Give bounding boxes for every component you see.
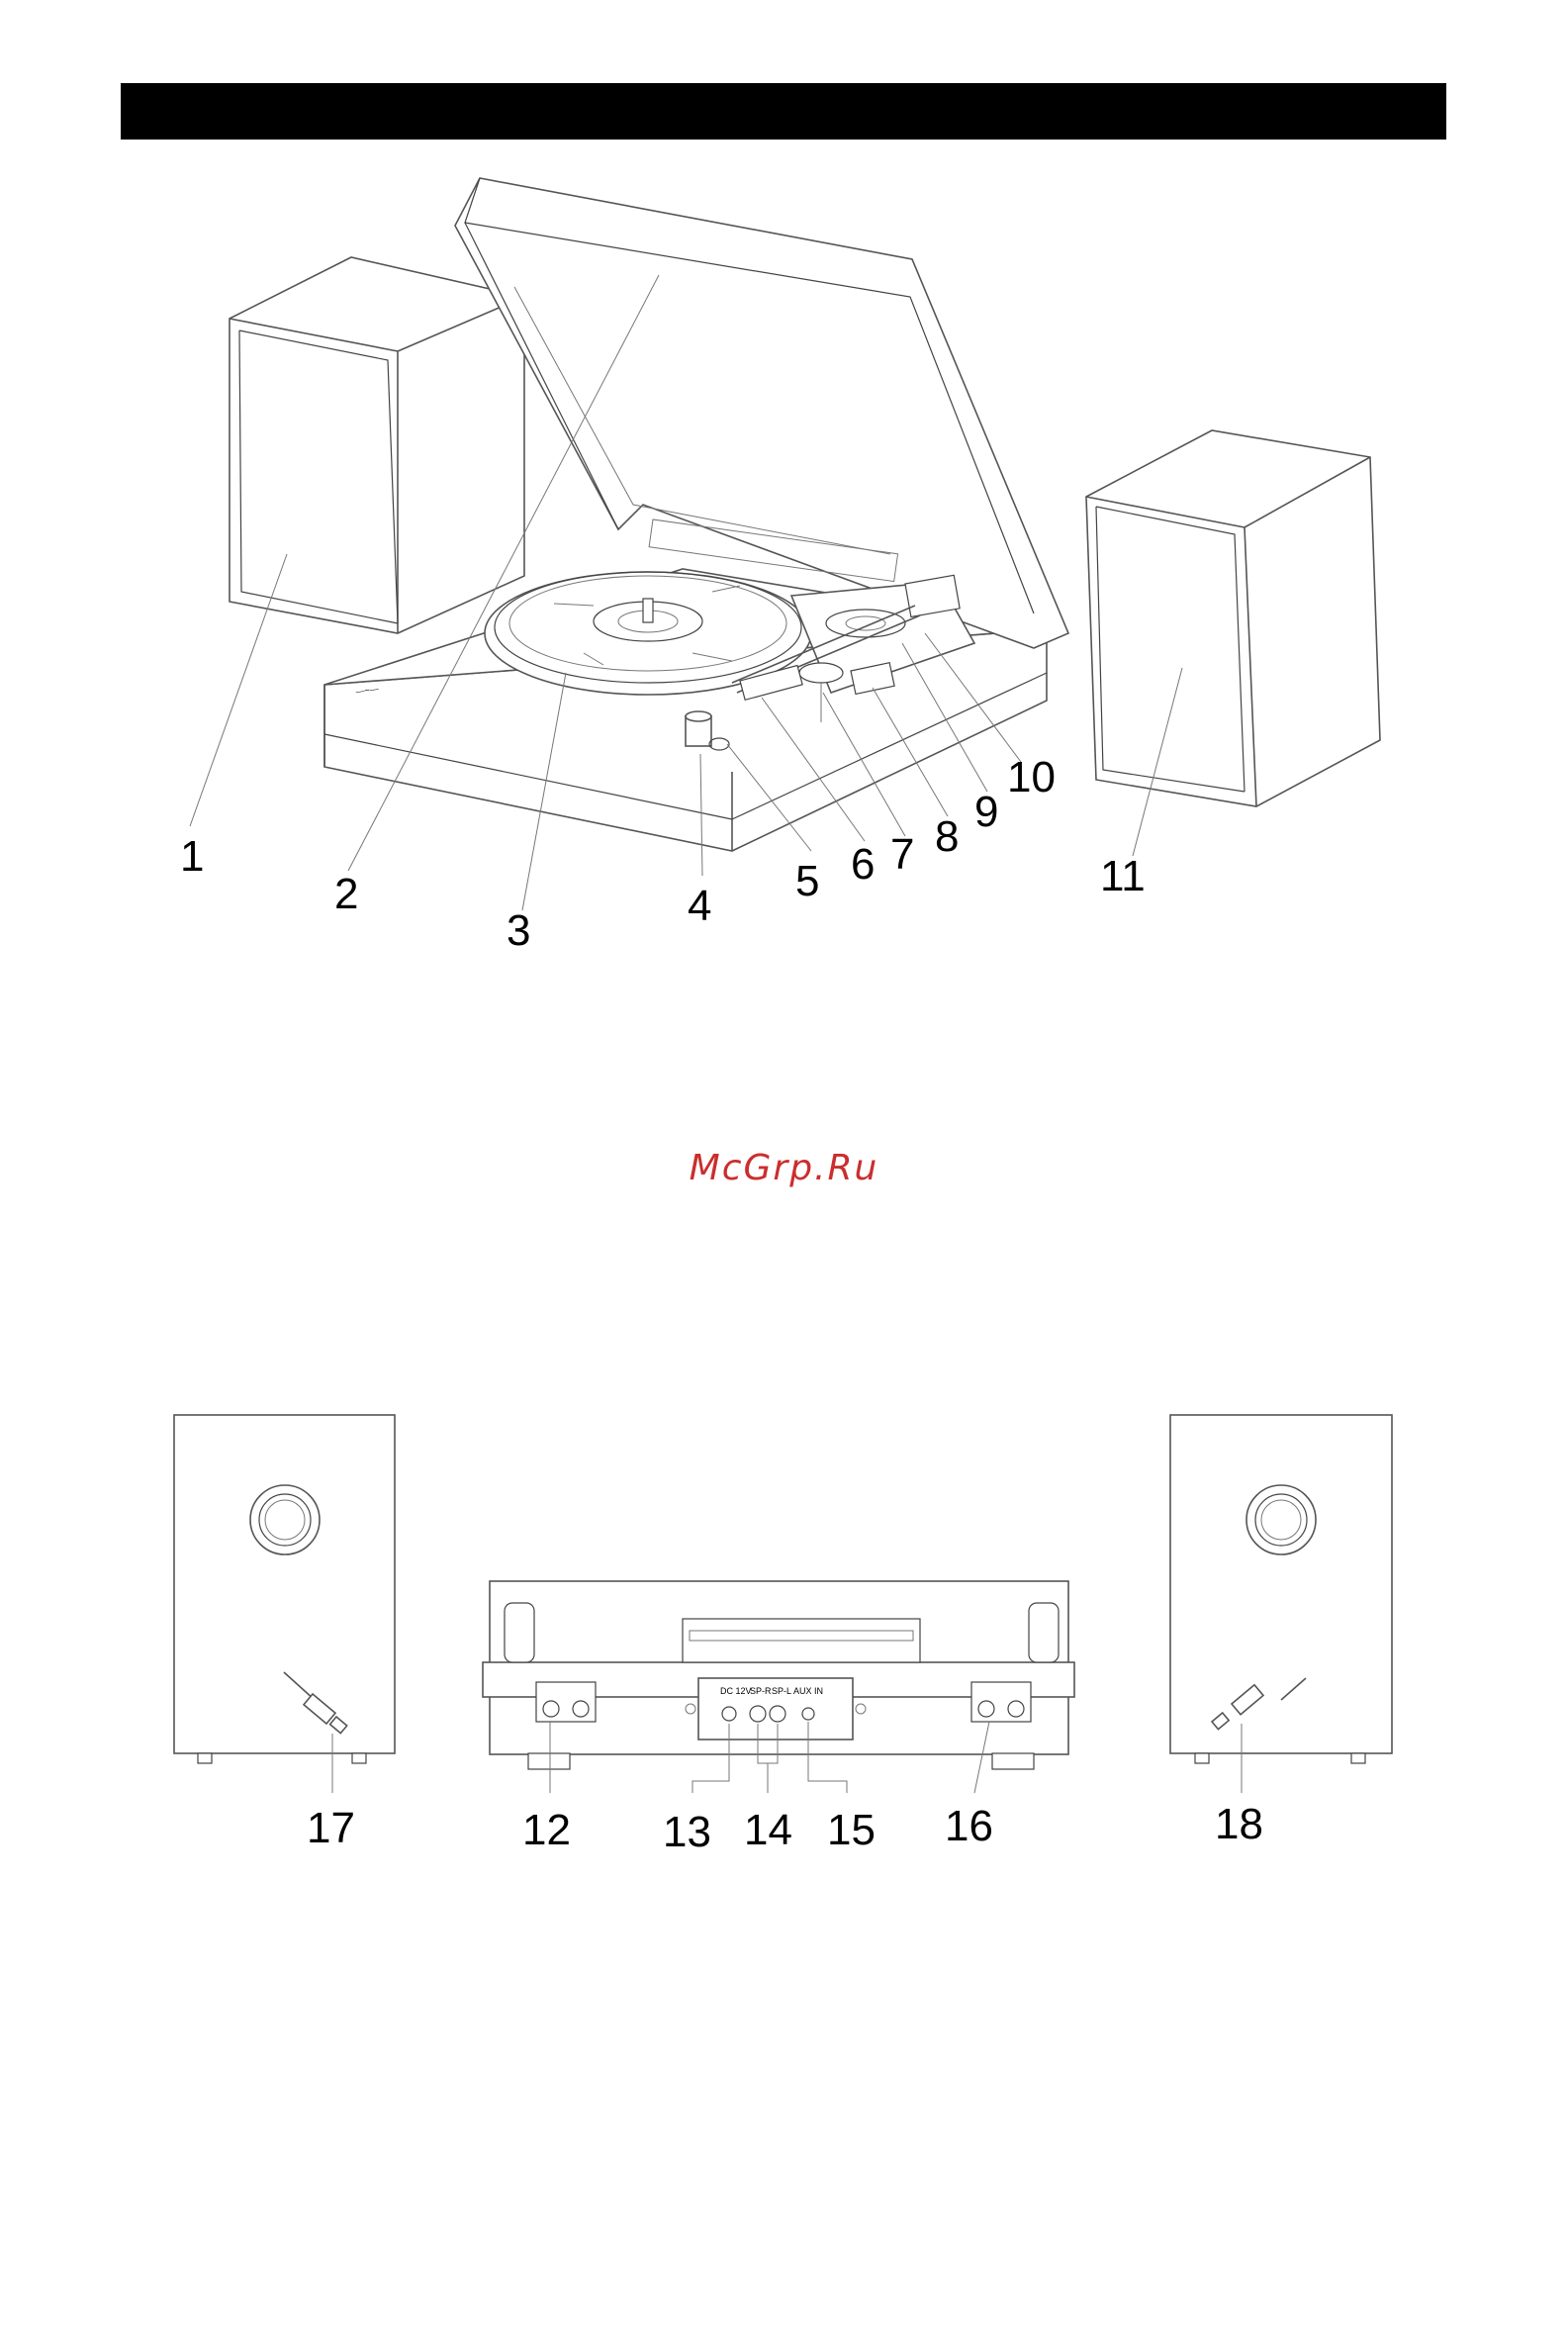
left-speaker-front <box>230 257 524 633</box>
sp-l-label: SP-L <box>772 1686 791 1696</box>
callout-1: 1 <box>180 832 204 881</box>
callout-6: 6 <box>851 840 875 889</box>
sp-r-label: SP-R <box>750 1686 772 1696</box>
callout-3: 3 <box>507 906 530 955</box>
aux-label: AUX IN <box>793 1686 823 1696</box>
callout-9: 9 <box>974 788 998 836</box>
callout-5: 5 <box>795 857 819 905</box>
right-speaker-rear <box>1170 1415 1392 1763</box>
dc-label: DC 12V <box>720 1686 752 1696</box>
right-speaker-front <box>1086 430 1380 806</box>
callout-13: 13 <box>663 1808 711 1856</box>
callout-2: 2 <box>334 870 358 918</box>
dust-cover <box>455 178 1068 648</box>
callout-17: 17 <box>307 1804 355 1852</box>
callout-15: 15 <box>827 1806 876 1854</box>
rear-callouts: 17 12 13 14 15 16 18 <box>307 1800 1263 1856</box>
callout-8: 8 <box>935 812 959 861</box>
watermark: McGrp.Ru <box>0 1148 1568 1188</box>
left-speaker-rear <box>174 1415 395 1763</box>
callout-4: 4 <box>688 882 711 930</box>
callout-7: 7 <box>890 830 914 879</box>
callout-18: 18 <box>1215 1800 1263 1848</box>
callout-14: 14 <box>744 1806 792 1854</box>
callout-16: 16 <box>945 1802 993 1850</box>
callout-11: 11 <box>1100 852 1146 900</box>
callout-10: 10 <box>1007 753 1056 801</box>
callout-12: 12 <box>522 1806 571 1854</box>
